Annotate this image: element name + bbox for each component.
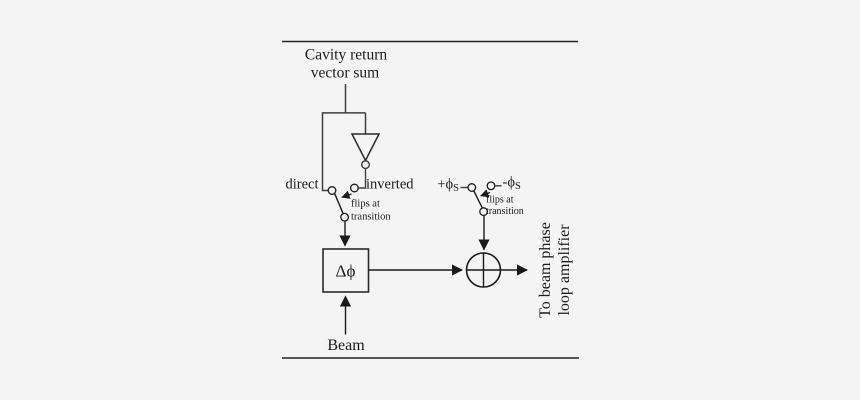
output-label-group: To beam phase loop amplifier [537,222,573,318]
sign-switch-note-line1: flips at [351,199,380,210]
input-label-line2: vector sum [311,65,379,82]
sync-switch-note-line1: flips at [486,195,514,206]
sign-switch-wiper [334,193,344,215]
sign-switch-pivot [340,212,350,222]
sign-switch-note-line2: transition [351,212,391,223]
output-label-line1: To beam phase [537,222,554,318]
sign-switch-note-arrow [341,190,352,199]
sync-switch-wiper [473,190,483,209]
inverted-leg-wire [358,168,367,189]
minus-contact [486,181,496,191]
inverted-contact [349,183,359,193]
minus-phis-label: -ϕS [503,175,521,193]
direct-contact [327,186,337,195]
inverted-label: inverted [366,177,414,193]
inverter-bubble [361,160,370,170]
sync-switch-pivot [479,207,489,217]
summing-junction-plus [466,253,501,287]
sync-switch-note-arrow [480,189,491,198]
input-label-line1: Cavity return [305,47,387,64]
beam-label: Beam [327,337,365,354]
phase-detector-label: Δϕ [336,262,356,281]
plus-contact [467,183,477,192]
plus-phis-label: +ϕS [437,177,459,195]
phase-detector-box [322,248,370,293]
output-label-line2: loop amplifier [556,224,573,316]
inverter-triangle [350,133,381,163]
input-branch-wires [321,84,367,192]
sync-switch-note-line2: transition [486,206,524,217]
direct-label: direct [285,177,318,193]
